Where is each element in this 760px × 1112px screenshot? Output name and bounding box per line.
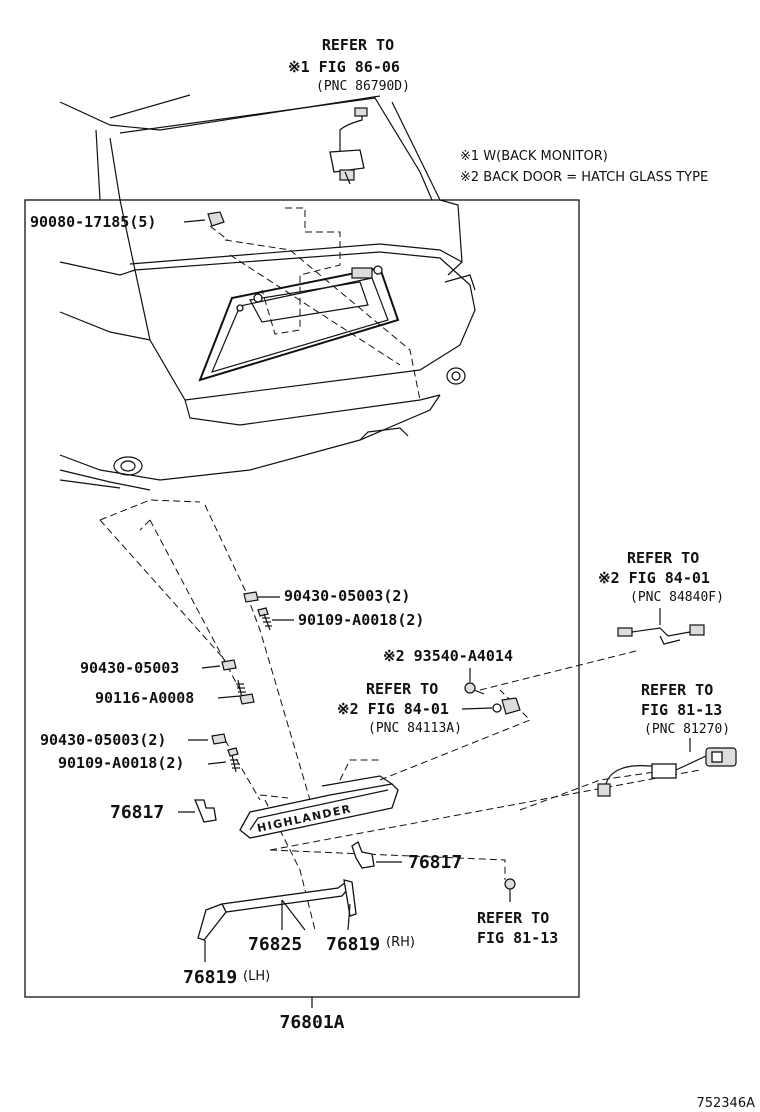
harness-84840F-icon [617, 608, 705, 645]
ref-81270-line3: (PNC 81270) [644, 722, 730, 737]
part-label-90109-A0018-lower: 90109-A0018(2) [58, 754, 184, 772]
part-label-93540-A4014: ※2 93540-A4014 [383, 647, 513, 665]
screw-90109-upper-icon [257, 607, 272, 631]
ref-block-81-13: REFER TO FIG 81-13 [477, 909, 558, 947]
part-label-90109-A0018-upper: 90109-A0018(2) [298, 611, 424, 629]
bolt-90116-icon [236, 679, 255, 705]
ref-81270-line2: FIG 81-13 [641, 701, 722, 719]
ref-block-81270: REFER TO FIG 81-13 (PNC 81270) [641, 681, 730, 737]
screw-90109-lower-icon [227, 747, 240, 773]
ref-84113A-line3: (PNC 84113A) [368, 721, 462, 736]
ref-81-13-line1: REFER TO [477, 909, 549, 927]
note-1: ※1 W(BACK MONITOR) [460, 149, 608, 164]
ref-84840F-line2: ※2 FIG 84-01 [598, 569, 710, 587]
part-label-90116-A0008: 90116-A0008 [95, 689, 194, 707]
part-label-76801A: 76801A [279, 1012, 344, 1033]
part-label-90080-17185: 90080-17185(5) [30, 213, 156, 231]
part-label-76817-left: 76817 [110, 802, 164, 823]
clip-90080-icon [207, 211, 225, 227]
top-reference-block: REFER TO ※1 FIG 86-06 (PNC 86790D) [288, 36, 410, 94]
assembly-frame [24, 199, 580, 998]
back-door-garnish: HIGHLANDER [239, 775, 399, 839]
top-ref-line2: ※1 FIG 86-06 [288, 58, 400, 76]
part-label-90430-05003-lower: 90430-05003(2) [40, 731, 166, 749]
ref-84840F-line1: REFER TO [627, 549, 699, 567]
license-lamp-81270-icon [597, 747, 737, 797]
ref-84113A-line2: ※2 FIG 84-01 [337, 700, 449, 718]
bracket-76817-right-icon [351, 841, 375, 869]
ref-block-84113A: REFER TO ※2 FIG 84-01 (PNC 84113A) [337, 680, 462, 736]
top-ref-line3: (PNC 86790D) [316, 79, 410, 94]
part-label-76819-rh: 76819 [326, 934, 380, 955]
part-label-76817-right: 76817 [408, 852, 462, 873]
part-label-90430-05003-mid: 90430-05003 [80, 659, 179, 677]
part-label-76825: 76825 [248, 934, 302, 955]
notes: ※1 W(BACK MONITOR) ※2 BACK DOOR = HATCH … [460, 149, 708, 185]
screw-93540-icon [464, 682, 485, 695]
ref-84113A-line1: REFER TO [366, 680, 438, 698]
part-label-76819-lh-side: (LH) [243, 969, 270, 984]
part-label-76819-rh-side: (RH) [386, 935, 415, 950]
back-monitor-camera-harness [329, 107, 368, 185]
note-2: ※2 BACK DOOR = HATCH GLASS TYPE [460, 170, 708, 185]
vehicle-rear-outline [59, 94, 476, 491]
nut-90430-upper-icon [243, 591, 259, 603]
part-label-76819-lh: 76819 [183, 967, 237, 988]
nut-90430-mid-icon [221, 659, 237, 671]
part-label-90430-05003-upper: 90430-05003(2) [284, 587, 410, 605]
ref-81270-line1: REFER TO [641, 681, 713, 699]
ref-81-13-line2: FIG 81-13 [477, 929, 558, 947]
nut-90430-lower-icon [211, 733, 227, 745]
molding-76825 [197, 879, 357, 941]
ref-block-84840F: REFER TO ※2 FIG 84-01 (PNC 84840F) [598, 549, 724, 605]
switch-84113A-icon [492, 697, 521, 715]
bracket-76817-left-icon [194, 799, 217, 823]
diagram-code: 752346A [696, 1096, 755, 1111]
screw-ref-81-13-icon [504, 878, 516, 902]
top-ref-line1: REFER TO [322, 36, 394, 54]
ref-84840F-line3: (PNC 84840F) [630, 590, 724, 605]
